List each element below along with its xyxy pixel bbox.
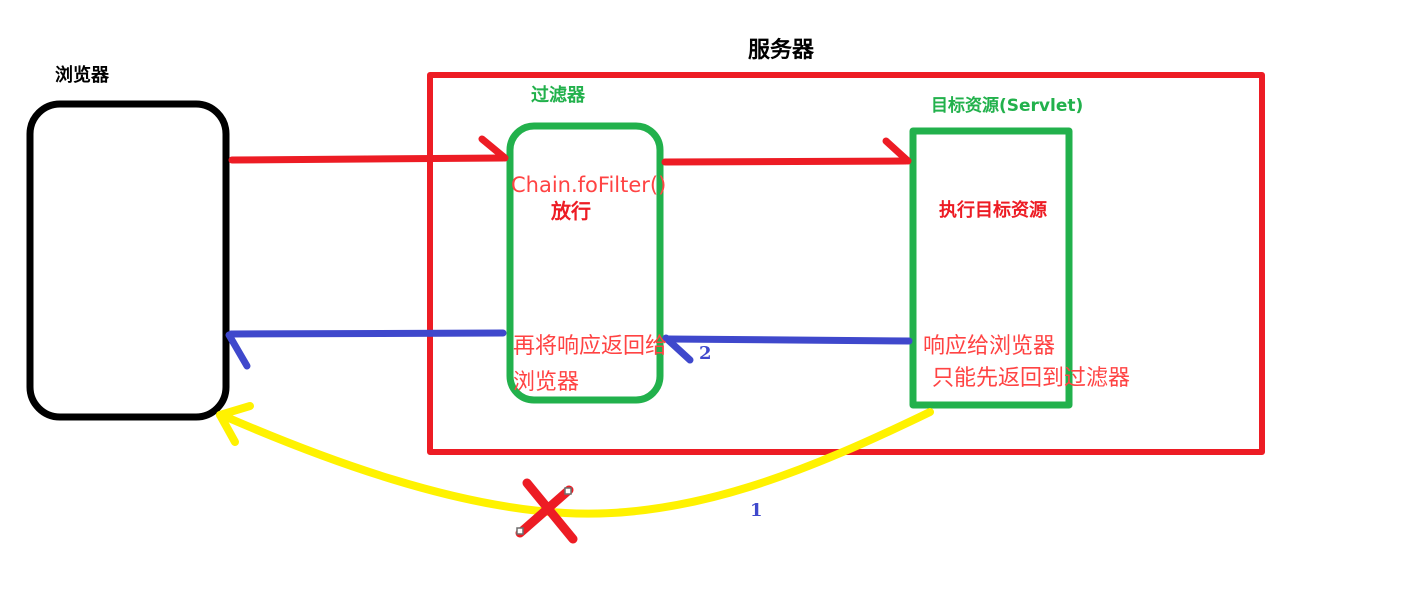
request-arrow-browser-to-filter	[228, 135, 509, 164]
curve-shaft	[220, 408, 934, 518]
arrow-shaft	[228, 154, 507, 164]
response-arrow-servlet-to-filter	[662, 334, 913, 364]
servlet-box	[909, 127, 1073, 409]
browser-label: 浏览器	[55, 65, 109, 86]
arrow-head	[882, 137, 912, 165]
browser-box	[26, 100, 230, 421]
servlet-label: 目标资源(Servlet)	[931, 96, 1084, 116]
arrow-head	[225, 331, 251, 370]
arrow-head	[478, 135, 509, 162]
servlet-note-line2: 只能先返回到过滤器	[932, 366, 1131, 391]
servlet-note-line1: 响应给浏览器	[923, 334, 1056, 359]
filter-box	[506, 122, 664, 404]
arrow-head	[662, 334, 694, 364]
filter-note-line2: 浏览器	[513, 370, 580, 395]
request-arrow-filter-to-servlet	[661, 137, 912, 166]
curve-head-upper-barb	[216, 402, 254, 419]
arrow-shaft	[661, 157, 910, 166]
selection-handle[interactable]	[516, 527, 524, 535]
filter-label: 过滤器	[531, 85, 585, 106]
filter-note-line1: 再将响应返回给	[513, 334, 668, 359]
response-arrow-filter-to-browser	[225, 329, 507, 370]
curve-head-lower-barb	[216, 411, 239, 446]
forbidden-x	[515, 478, 578, 544]
arrow-shaft	[664, 335, 913, 345]
selection-handle[interactable]	[564, 487, 572, 495]
server-box	[427, 72, 1265, 455]
step1-number: 1	[750, 500, 763, 521]
arrow-shaft	[227, 329, 507, 338]
server-label: 服务器	[748, 38, 815, 63]
step2-number: 2	[699, 343, 712, 364]
direct-response-curve	[216, 402, 934, 518]
forbidden-x-stroke	[515, 485, 574, 538]
servlet-execute-text: 执行目标资源	[939, 200, 1047, 221]
filter-chain-text: Chain.foFilter()	[511, 173, 667, 197]
filter-pass-text: 放行	[551, 199, 591, 223]
